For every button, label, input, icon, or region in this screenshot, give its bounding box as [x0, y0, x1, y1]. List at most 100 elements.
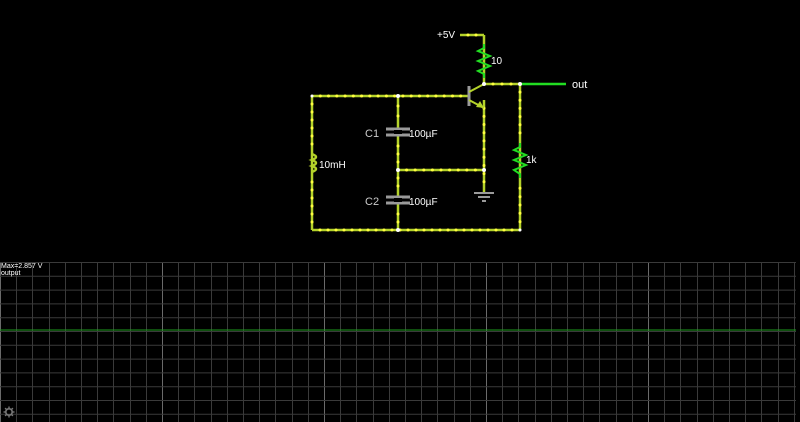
current-dot	[518, 115, 522, 119]
current-dot	[318, 228, 322, 232]
current-dot	[482, 123, 486, 126]
current-dot	[326, 228, 330, 232]
current-dot	[491, 82, 495, 86]
c1-value-label: 100µF	[409, 129, 438, 140]
inductor-value-label: 10mH	[319, 160, 346, 171]
gear-icon[interactable]	[3, 406, 15, 418]
current-dot	[343, 94, 347, 98]
current-dot	[502, 228, 506, 232]
capacitor-c1-symbol[interactable]	[386, 127, 410, 137]
current-dot	[417, 94, 421, 98]
current-dot	[454, 228, 458, 232]
current-dots	[310, 33, 522, 232]
current-dot	[482, 114, 486, 118]
current-dot	[390, 228, 394, 232]
resistor-10-label: 10	[491, 56, 503, 67]
current-dot	[409, 94, 413, 98]
current-dot	[310, 118, 314, 122]
current-dot	[518, 131, 522, 135]
current-dot	[350, 228, 354, 232]
current-dot	[422, 168, 426, 172]
resistor-1k-label: 1k	[526, 155, 538, 166]
current-dot	[382, 228, 386, 232]
current-dot	[310, 220, 314, 224]
current-dot	[518, 90, 522, 94]
current-dot	[474, 33, 478, 37]
current-dot	[360, 94, 364, 98]
current-dot	[414, 228, 418, 232]
current-dot	[366, 228, 370, 232]
current-dot	[396, 220, 400, 224]
current-dot	[466, 33, 470, 37]
resistor-10-symbol[interactable]	[475, 44, 493, 78]
capacitor-c2-symbol[interactable]	[386, 195, 410, 205]
current-dot	[518, 220, 522, 224]
current-dot	[518, 186, 522, 190]
current-dot	[422, 228, 426, 232]
current-dot	[446, 228, 450, 232]
scope-max-label: Max=2.857 V	[1, 263, 43, 270]
current-dot	[482, 155, 486, 159]
current-dot	[413, 168, 417, 172]
current-dot	[482, 164, 486, 167]
current-dot	[486, 228, 490, 232]
current-dot	[442, 94, 446, 98]
current-dot	[430, 168, 434, 172]
current-dot	[310, 204, 314, 208]
current-dot	[310, 102, 314, 106]
current-dot	[376, 94, 380, 98]
current-dot	[482, 147, 486, 151]
current-dot	[310, 212, 314, 216]
current-dot	[384, 94, 388, 98]
current-dot	[396, 114, 400, 118]
current-dot	[310, 188, 314, 192]
current-dot	[518, 211, 522, 215]
current-dot	[396, 104, 400, 108]
current-dot	[473, 168, 477, 172]
current-dot	[518, 106, 522, 110]
inductor-symbol[interactable]	[308, 152, 318, 174]
current-dot	[406, 228, 410, 232]
current-dot	[494, 228, 498, 232]
current-dot	[518, 203, 522, 207]
circuit-canvas[interactable]: +5V 10 out C1 100µF C2 100µF 10mH 1k	[0, 0, 800, 262]
c1-name-label: C1	[365, 128, 379, 140]
current-dot	[310, 110, 314, 114]
current-dot	[451, 94, 454, 98]
current-dot	[518, 195, 522, 199]
current-dot	[342, 228, 346, 232]
current-dot	[456, 168, 460, 172]
current-dot	[396, 152, 400, 156]
current-dot	[510, 228, 514, 232]
current-dot	[465, 168, 469, 172]
current-dot	[358, 228, 362, 232]
current-dot	[405, 168, 409, 172]
current-dot	[374, 228, 378, 232]
c2-value-label: 100µF	[409, 197, 438, 208]
current-dot	[310, 142, 314, 146]
current-dot	[430, 228, 434, 232]
current-dot	[518, 123, 522, 127]
current-dot	[393, 94, 397, 98]
current-dot	[310, 196, 314, 200]
ground-symbol[interactable]	[474, 192, 494, 202]
output-label: out	[572, 79, 587, 91]
current-dot	[470, 228, 474, 232]
current-dot	[310, 180, 314, 184]
current-dot	[478, 228, 482, 232]
current-dot	[310, 126, 314, 130]
resistor-1k-symbol[interactable]	[511, 143, 529, 178]
transistor-symbol[interactable]	[467, 83, 485, 109]
scope-panel[interactable]: Max=2.857 V output	[0, 262, 800, 422]
current-dot	[518, 98, 522, 102]
c2-name-label: C2	[365, 196, 379, 208]
current-dot	[482, 180, 486, 184]
current-dot	[448, 168, 452, 172]
current-dot	[434, 94, 438, 98]
current-dot	[401, 94, 405, 98]
current-dot	[482, 131, 486, 135]
current-dot	[327, 94, 330, 98]
current-dot	[368, 94, 372, 98]
current-dot	[310, 134, 314, 138]
current-dot	[438, 228, 442, 232]
